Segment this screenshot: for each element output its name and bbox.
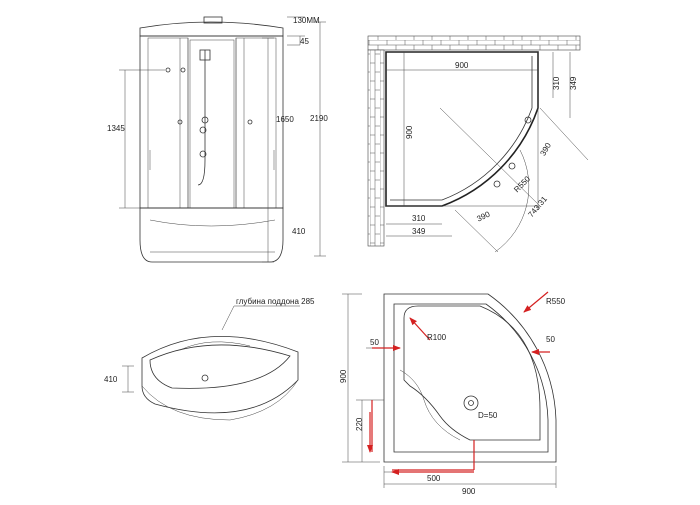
tray-margin-right-label: 50 <box>546 335 555 344</box>
drain-outer <box>463 395 479 411</box>
dim-ext-diag <box>454 107 589 253</box>
tray-r-outer-label: R550 <box>546 297 566 306</box>
callout-leader <box>221 305 300 331</box>
tray-seat-label: 500 <box>427 474 441 483</box>
plan-a-label: 310 <box>552 76 561 90</box>
tray-margin-left-label: 50 <box>370 338 379 347</box>
dim-line-right <box>552 52 571 118</box>
handle-right <box>247 119 253 125</box>
roller-b <box>508 162 516 170</box>
tray-callout-label: глубина поддона 285 <box>236 297 315 306</box>
cabin-body <box>139 35 284 209</box>
plan-r-label: R550 <box>512 174 532 194</box>
plan-bottom-b-label: 349 <box>412 227 426 236</box>
plan-c-label: 390 <box>538 141 553 158</box>
dim-total-height-label: 2190 <box>310 114 328 123</box>
tray-plan-basin <box>403 305 541 441</box>
plan-depth-label: 900 <box>405 125 414 139</box>
tray-drain <box>201 374 209 382</box>
wall-top <box>367 35 581 51</box>
tray-perspective: глубина поддона 285 410 <box>104 297 315 421</box>
handle-left-top-2 <box>180 67 186 73</box>
tray-height-label: 410 <box>104 375 118 384</box>
dim-inner-height-label: 1650 <box>276 115 294 124</box>
handle-left-top <box>165 67 171 73</box>
roller-c <box>524 116 532 124</box>
dim-top-small-label: 45 <box>300 37 309 46</box>
dim-line-2190 <box>314 21 326 257</box>
wall-left <box>367 49 385 247</box>
dim-tray-height-label: 410 <box>292 227 306 236</box>
dim-ext-top <box>287 16 305 46</box>
tray-skirt <box>141 379 299 421</box>
drain-inner <box>468 400 474 406</box>
tray-plan-seat <box>399 369 461 441</box>
plan-b-label: 349 <box>569 76 578 90</box>
tray-seat <box>179 341 251 351</box>
tray-plan: R550 R100 50 50 900 220 500 900 D=50 <box>339 291 566 496</box>
plan-view: 900 900 310 349 390 R550 743.31 310 349 … <box>367 35 589 253</box>
door-frames <box>179 38 245 208</box>
rear-panel <box>189 39 235 209</box>
dim-line-bottom <box>386 223 452 237</box>
dim-line-tray-h <box>122 365 134 393</box>
dim-line-1345 <box>119 69 165 209</box>
tray-basin <box>149 344 291 389</box>
dim-top-label: 130MM <box>293 16 320 25</box>
cabin-roof <box>139 21 284 37</box>
roof-vent <box>203 16 223 24</box>
seat-guide <box>392 440 475 471</box>
tray-r-inner-label: R100 <box>427 333 447 342</box>
dim-line-410 <box>262 208 274 263</box>
r550-arrow <box>523 291 549 313</box>
diagonal-guide <box>439 107 541 207</box>
dim-line-220 <box>356 399 384 462</box>
plan-bottom-c-label: 390 <box>475 209 491 223</box>
dim-panel-height-label: 1345 <box>107 124 125 133</box>
dim-line-tray-depth <box>342 293 380 463</box>
shower-hose <box>197 50 206 186</box>
mixer-knob <box>201 116 209 124</box>
roller-a <box>493 180 501 188</box>
tray-body <box>141 335 299 414</box>
corner-guides <box>386 52 540 210</box>
door-rails <box>149 150 275 170</box>
tray-plan-rim <box>393 303 549 453</box>
dim-arc <box>494 149 530 253</box>
mixer-knob-3 <box>199 150 207 158</box>
dim-line-1650 <box>262 37 274 209</box>
handle-left <box>177 119 183 125</box>
glass-panel-right <box>235 37 277 209</box>
tray-plan-outer <box>383 293 557 463</box>
tray-front <box>139 207 284 263</box>
drain-label: D=50 <box>478 411 498 420</box>
plan-width-label: 900 <box>455 61 469 70</box>
shower-head <box>199 49 211 61</box>
plan-bottom-a-label: 310 <box>412 214 426 223</box>
tray-depth-label: 900 <box>339 369 348 383</box>
front-view: 130MM 45 2190 1650 1345 410 <box>107 16 328 263</box>
tray-width-label: 900 <box>462 487 476 496</box>
mixer-knob-2 <box>199 126 207 134</box>
tray-step-label: 220 <box>355 417 364 431</box>
tray-curve <box>149 219 276 227</box>
r100-arrow <box>409 317 431 341</box>
dim-line-tray-width <box>383 466 557 488</box>
